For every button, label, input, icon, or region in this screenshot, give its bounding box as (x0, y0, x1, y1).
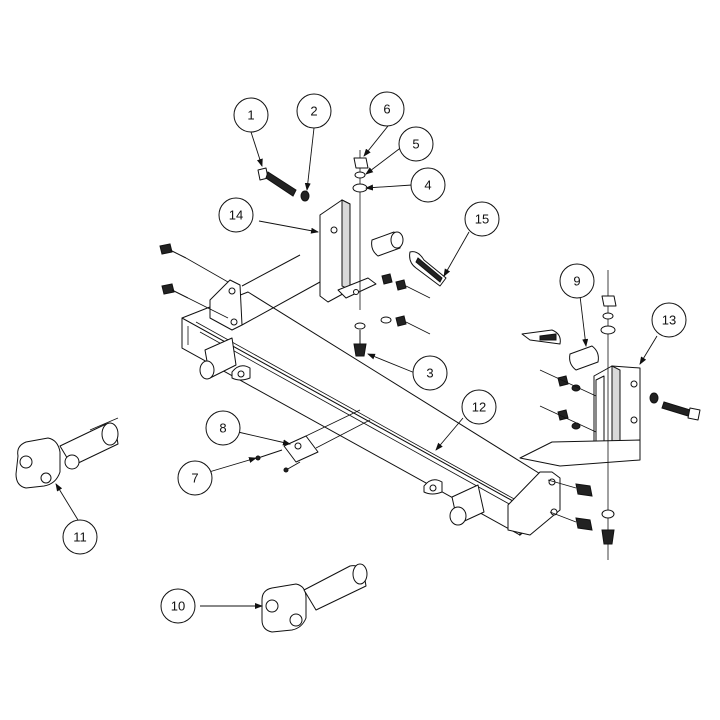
tow-clevis-left (15, 417, 119, 489)
callout-10-label: 10 (171, 599, 185, 614)
callout-14-label: 14 (229, 208, 243, 223)
callout-5: 5 (398, 126, 434, 162)
bolt-right-lower (549, 511, 593, 531)
bolt-right-upper (547, 479, 593, 497)
callout-6: 6 (369, 91, 405, 127)
callout-7: 7 (177, 460, 213, 496)
receiver-tube-right (449, 484, 485, 526)
callout-11-label: 11 (73, 530, 87, 545)
callout-8-label: 8 (219, 421, 226, 436)
callout-2-label: 2 (310, 104, 317, 119)
spacer-tube-right (569, 345, 599, 371)
callout-6-label: 6 (383, 102, 390, 117)
bolt-left-upper (159, 243, 229, 283)
rail-plate-right (519, 439, 641, 467)
left-mount-plate (209, 254, 321, 331)
callout-7-label: 7 (191, 471, 198, 486)
long-bolt-left (257, 167, 297, 197)
lever-handle-right (521, 329, 561, 345)
stud-stack-right (600, 270, 617, 560)
lever-handle-left (409, 251, 447, 287)
safety-loop-left (231, 365, 251, 381)
stud-stack-left (352, 150, 369, 310)
callout-2: 2 (296, 93, 332, 129)
screws (255, 449, 301, 473)
bolt-3 (353, 330, 367, 357)
callout-4: 4 (410, 167, 446, 203)
right-vehicle-bracket (593, 365, 641, 453)
left-vehicle-bracket (319, 199, 377, 303)
bolt-left-lower (161, 283, 229, 319)
safety-loop-right (423, 479, 443, 495)
tow-clevis-bottom (261, 563, 368, 633)
callout-12-label: 12 (472, 400, 486, 415)
nut-group-right (539, 369, 597, 433)
callout-12: 12 (461, 389, 497, 425)
wire-plate (283, 409, 371, 463)
callout-11: 11 (62, 519, 98, 555)
callout-10: 10 (160, 588, 196, 624)
callout-3-label: 3 (426, 366, 433, 381)
callout-4-label: 4 (424, 178, 431, 193)
callout-5-label: 5 (412, 137, 419, 152)
callout-3: 3 (412, 355, 448, 391)
callout-15: 15 (464, 201, 500, 237)
callout-13-label: 13 (662, 313, 676, 328)
right-mount-plate (507, 471, 561, 536)
spacer-tube-left (371, 231, 404, 257)
washer-left (300, 190, 310, 202)
nut-group-left (354, 273, 431, 335)
callout-15-label: 15 (475, 212, 489, 227)
leader-lines (55, 125, 658, 609)
receiver-tube-left (199, 337, 237, 380)
long-bolt-right (649, 392, 701, 421)
callout-9-label: 9 (573, 274, 580, 289)
callout-14: 14 (218, 197, 254, 233)
callout-1-label: 1 (247, 108, 254, 123)
callout-1: 1 (233, 97, 269, 133)
callout-8: 8 (205, 410, 241, 446)
callout-9: 9 (559, 263, 595, 299)
callout-13: 13 (651, 302, 687, 338)
callouts: 1 2 3 4 5 6 7 8 9 10 11 12 13 14 15 (62, 91, 687, 624)
